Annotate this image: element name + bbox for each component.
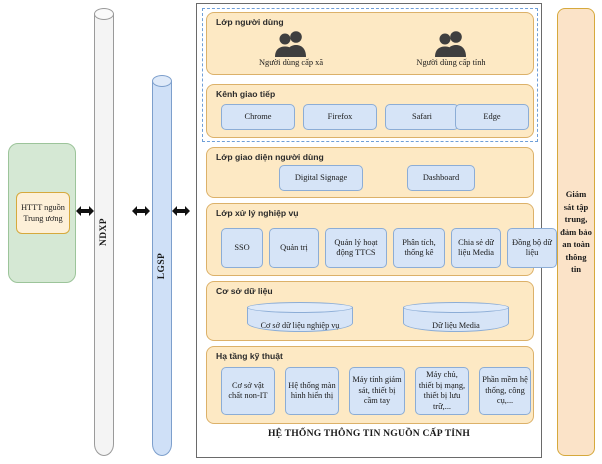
layer-database-title: Cơ sở dữ liệu (216, 286, 273, 296)
layer-users: Lớp người dùng Người dùng cấp xã (206, 12, 534, 75)
database-media: Dữ liệu Media (403, 302, 509, 332)
central-source-line2: Trung ương (23, 214, 63, 223)
layer-ui: Lớp giao diện người dùng Digital Signage… (206, 147, 534, 198)
layer-users-title: Lớp người dùng (216, 17, 284, 27)
monitoring-panel-label: Giám sát tập trung, đảm bảo an toàn thôn… (560, 189, 592, 275)
service-ttcs-activity[interactable]: Quản lý hoạt động TTCS (325, 228, 387, 268)
service-admin[interactable]: Quản trị (269, 228, 319, 268)
user-group-commune-label: Người dùng cấp xã (258, 58, 324, 67)
provincial-source-system: Lớp người dùng Người dùng cấp xã (196, 3, 557, 458)
double-arrow-icon (76, 203, 94, 219)
browser-safari[interactable]: Safari (385, 104, 459, 130)
lgsp-cylinder-body (152, 81, 172, 456)
browser-firefox[interactable]: Firefox (303, 104, 377, 130)
layer-channel-title: Kênh giao tiếp (216, 89, 276, 99)
service-data-sync[interactable]: Đồng bộ dữ liệu (507, 228, 557, 268)
infra-facilities[interactable]: Cơ sở vật chất non-IT (221, 367, 275, 415)
database-media-label: Dữ liệu Media (432, 321, 480, 330)
central-source-label: HTTT nguồn Trung ương (21, 202, 65, 224)
browser-chrome[interactable]: Chrome (221, 104, 295, 130)
database-business-label: Cơ sở dữ liệu nghiệp vụ (260, 321, 340, 330)
layer-infrastructure-title: Hạ tầng kỹ thuật (216, 351, 283, 361)
ui-dashboard[interactable]: Dashboard (407, 165, 475, 191)
service-analytics[interactable]: Phân tích, thống kê (393, 228, 445, 268)
database-media-cap (403, 302, 509, 313)
user-group-province: Người dùng cấp tỉnh (391, 31, 511, 67)
lgsp-cylinder-cap (152, 75, 172, 87)
lgsp-label: LGSP (157, 252, 167, 279)
service-sso[interactable]: SSO (221, 228, 263, 268)
database-business: Cơ sở dữ liệu nghiệp vụ (247, 302, 353, 332)
service-media-sharing[interactable]: Chia sẻ dữ liệu Media (451, 228, 501, 268)
infra-monitoring-devices[interactable]: Máy tính giám sát, thiết bị cầm tay (349, 367, 405, 415)
lgsp-connector: LGSP (152, 75, 172, 456)
infra-software[interactable]: Phần mềm hệ thống, công cụ,... (479, 367, 531, 415)
ui-digital-signage[interactable]: Digital Signage (279, 165, 363, 191)
ndxp-connector: NDXP (94, 8, 114, 456)
layer-ui-title: Lớp giao diện người dùng (216, 152, 324, 162)
layer-infrastructure: Hạ tầng kỹ thuật Cơ sở vật chất non-IT H… (206, 346, 534, 424)
central-source-box: HTTT nguồn Trung ương (16, 192, 70, 234)
layer-business: Lớp xử lý nghiệp vụ SSO Quản trị Quản lý… (206, 203, 557, 276)
users-group-icon (231, 31, 351, 57)
browser-edge[interactable]: Edge (455, 104, 529, 130)
ndxp-label: NDXP (99, 218, 109, 246)
double-arrow-icon (172, 203, 190, 219)
system-footer-title: HỆ THỐNG THÔNG TIN NGUỒN CẤP TỈNH (267, 428, 471, 439)
layer-database: Cơ sở dữ liệu Cơ sở dữ liệu nghiệp vụ Dữ… (206, 281, 534, 341)
infra-displays[interactable]: Hệ thống màn hình hiển thị (285, 367, 339, 415)
user-group-province-label: Người dùng cấp tỉnh (416, 58, 486, 67)
ndxp-cylinder-cap (94, 8, 114, 20)
monitoring-panel: Giám sát tập trung, đảm bảo an toàn thôn… (557, 8, 595, 456)
user-group-commune: Người dùng cấp xã (231, 31, 351, 67)
user-access-group (202, 8, 538, 142)
layer-channel: Kênh giao tiếp Chrome Firefox Safari Edg… (206, 84, 534, 138)
ndxp-cylinder-body (94, 14, 114, 456)
central-source-container: HTTT nguồn Trung ương (8, 143, 76, 283)
infra-servers[interactable]: Máy chủ, thiết bị mạng, thiết bị lưu trữ… (415, 367, 469, 415)
users-group-icon (391, 31, 511, 57)
database-business-cap (247, 302, 353, 313)
double-arrow-icon (132, 203, 150, 219)
central-source-line1: HTTT nguồn (21, 202, 65, 212)
layer-business-title: Lớp xử lý nghiệp vụ (216, 208, 299, 218)
